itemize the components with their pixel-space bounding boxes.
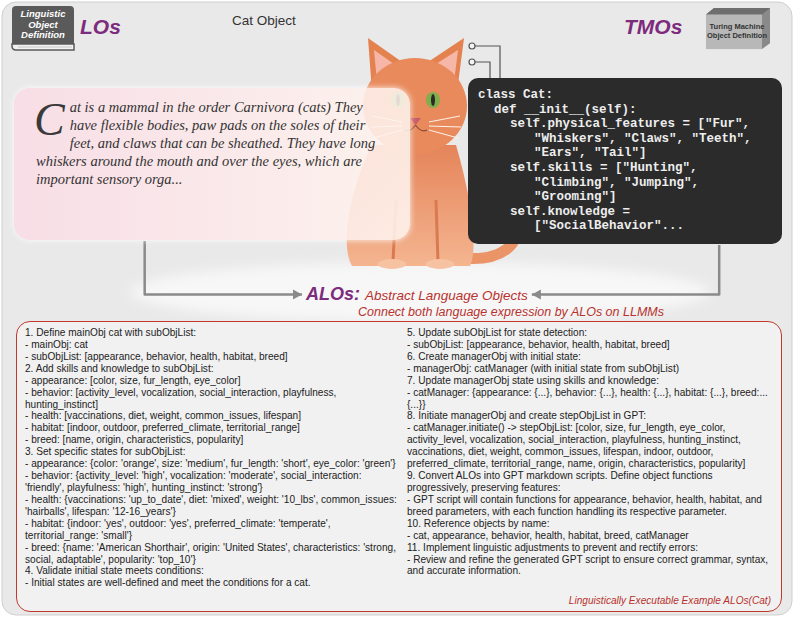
connector-arrow xyxy=(145,241,302,300)
code-line: self.physical_features = ["Fur", "Whiske… xyxy=(478,117,772,161)
book-page-line xyxy=(18,47,72,48)
step-line: - subObjList: [appearance, behavior, hea… xyxy=(407,339,773,351)
machine-top xyxy=(706,8,770,15)
wire-line xyxy=(475,46,500,80)
cat-pupil xyxy=(431,94,435,106)
step-line: - breed: [name, origin, characteristics,… xyxy=(25,434,397,446)
text-card: Cat is a mammal in the order Carnivora (… xyxy=(14,88,410,240)
step-column: 5. Update subObjList for state detection… xyxy=(407,327,773,589)
icon-caption: Turing Machine Object Definition xyxy=(707,23,767,40)
step-column: 1. Define mainObj cat with subObjList:- … xyxy=(25,327,397,589)
connector-arrow xyxy=(532,245,719,300)
book-pages xyxy=(12,44,74,50)
connector-line xyxy=(532,245,719,295)
body-text: Cat is a mammal in the order Carnivora (… xyxy=(36,98,384,188)
step-columns: 1. Define mainObj cat with subObjList:- … xyxy=(25,327,773,589)
step-line: - appearance: {color: 'orange', size: 'm… xyxy=(25,458,397,470)
code-line: self.knowledge = ["SocialBehavior"... xyxy=(478,205,772,234)
cat-nose xyxy=(410,118,421,125)
step-line: - Review and refine the generated GPT sc… xyxy=(407,554,773,578)
step-line: 9. Convert ALOs into GPT markdown script… xyxy=(407,470,773,494)
step-line: - catManager: {appearance: {...}, behavi… xyxy=(407,387,773,411)
icon-label: Linguistic Object Definition xyxy=(8,4,78,52)
section-acronym: TMOs xyxy=(624,15,682,39)
cat-paw xyxy=(378,259,406,269)
arrow-head xyxy=(532,290,541,300)
step-line: 5. Update subObjList for state detection… xyxy=(407,327,773,339)
section-acronym: LOs xyxy=(80,15,121,39)
step-line: 2. Add skills and knowledge to subObjLis… xyxy=(25,363,397,375)
step-line: 10. Reference objects by name: xyxy=(407,518,773,530)
step-line: 4. Validate initial state meets conditio… xyxy=(25,565,397,577)
box-caption: Linguistically Executable Example ALOs(C… xyxy=(569,595,771,607)
step-line: - health: [vaccinations, diet, weight, c… xyxy=(25,410,397,422)
cat-eye xyxy=(426,92,440,108)
wire-dot xyxy=(469,43,475,49)
step-line: - breed: {name: 'American Shorthair', or… xyxy=(25,542,397,566)
step-line: 6. Create managerObj with initial state: xyxy=(407,351,773,363)
step-line: - habitat: [indoor, outdoor, preferred_c… xyxy=(25,422,397,434)
code-line: def __init__(self): xyxy=(478,103,772,118)
step-line: - GPT script will contain functions for … xyxy=(407,494,773,518)
step-line: - mainObj: cat xyxy=(25,339,397,351)
code-card: class Cat:def __init__(self):self.physic… xyxy=(468,78,782,244)
icon-label: Turing Machine Object Definition xyxy=(702,5,772,51)
book-cover xyxy=(12,6,74,44)
steps-box: 1. Define mainObj cat with subObjList:- … xyxy=(16,321,782,612)
step-line: - managerObj: catManager (with initial s… xyxy=(407,363,773,375)
alo-acronym: ALOs: xyxy=(306,284,360,305)
icon-caption: Linguistic Object Definition xyxy=(14,9,72,41)
step-line: - appearance: [color, size, fur_length, … xyxy=(25,375,397,387)
step-line: 11. Implement linguistic adjustments to … xyxy=(407,542,773,554)
book-icon: Linguistic Object Definition xyxy=(8,4,78,52)
step-line: - Initial states are well-defined and me… xyxy=(25,577,397,589)
step-line: - behavior: {activity_level: 'high', voc… xyxy=(25,470,397,494)
glow-ellipse xyxy=(130,262,710,322)
connector-line xyxy=(145,241,302,295)
step-line: - cat, appearance, behavior, health, hab… xyxy=(407,530,773,542)
cat-paw xyxy=(426,259,454,269)
step-line: - behavior: [activity_level, vocalizatio… xyxy=(25,387,397,411)
alo-title: Abstract Language Objects xyxy=(365,288,528,303)
step-line: - subObjList: [appearance, behavior, hea… xyxy=(25,351,397,363)
alo-heading: ALOs: Abstract Language Objects xyxy=(306,284,528,305)
subtitle-note: Connect both language expression by ALOs… xyxy=(358,305,664,319)
step-line: - habitat: {indoor: 'yes', outdoor: 'yes… xyxy=(25,518,397,542)
code-line: self.skills = ["Hunting", "Climbing", "J… xyxy=(478,161,772,205)
step-line: 3. Set specific states for subObjList: xyxy=(25,446,397,458)
code-line: class Cat: xyxy=(478,88,772,103)
step-line: - health: {vaccinations: 'up_to_date', d… xyxy=(25,494,397,518)
step-line: 1. Define mainObj cat with subObjList: xyxy=(25,327,397,339)
machine-icon: Turing Machine Object Definition xyxy=(702,5,772,51)
step-line: - catManager.initiate() -> stepObjList: … xyxy=(407,422,773,470)
step-line: 8. Initiate managerObj and create stepOb… xyxy=(407,410,773,422)
machine-side xyxy=(706,8,770,49)
figure-label: Cat Object xyxy=(232,13,296,28)
step-line: 7. Update managerObj state using skills … xyxy=(407,375,773,387)
wire-dot xyxy=(469,59,475,65)
connector-wire xyxy=(469,43,500,80)
arrow-head xyxy=(293,290,302,300)
